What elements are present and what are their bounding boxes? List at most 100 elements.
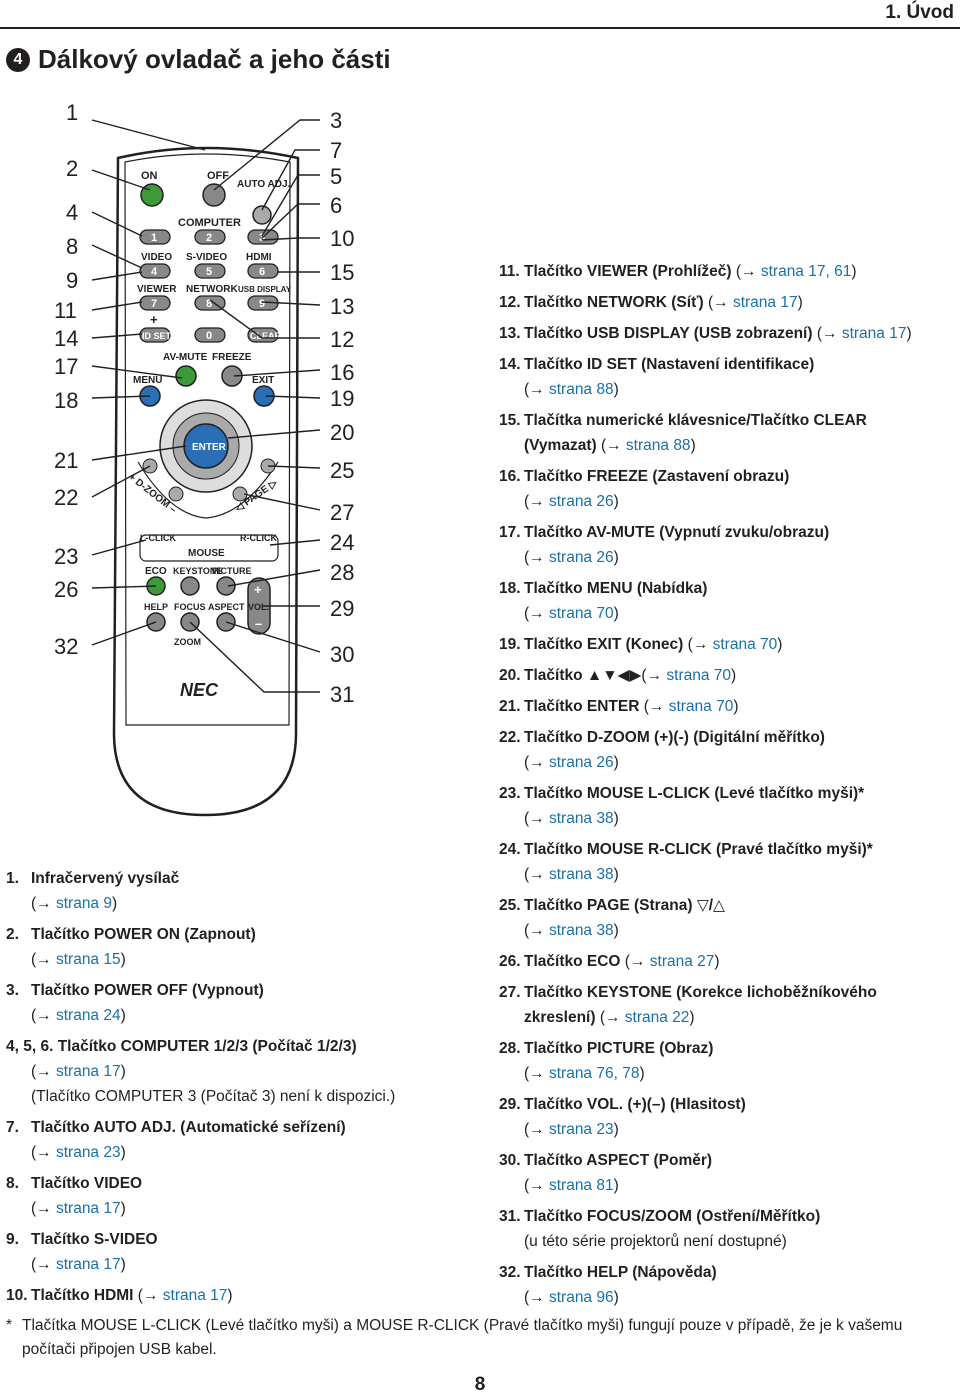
arrow-icon: → — [822, 325, 838, 342]
label-keystone: KEYSTONE — [173, 566, 222, 576]
list-item-line: (→ strana 70) — [499, 601, 957, 626]
list-item-line: (→ strana 38) — [499, 806, 957, 831]
item-title: Tlačítko ▲▼◀▶ — [524, 667, 642, 684]
page-reference-link: strana 70 — [664, 698, 734, 715]
label-mouse: MOUSE — [188, 548, 225, 559]
keystone-button[interactable] — [180, 576, 200, 596]
item-number: 13. — [499, 325, 521, 342]
item-note: (Tlačítko COMPUTER 3 (Počítač 3) není k … — [31, 1088, 396, 1105]
label-l-click: L-CLICK — [140, 533, 176, 543]
key-2: 2 — [206, 232, 212, 244]
arrow-icon: → — [36, 1144, 52, 1161]
callout-14: 14 — [54, 326, 78, 351]
label-viewer: VIEWER — [137, 284, 177, 295]
power-off-button[interactable] — [202, 183, 226, 207]
list-item: 18.Tlačítko MENU (Nabídka)(→ strana 70) — [499, 576, 957, 626]
ref-close: ) — [120, 1256, 126, 1273]
item-number: 25. — [499, 897, 521, 914]
label-power: POWER — [163, 170, 205, 182]
arrow-icon: → — [529, 1121, 545, 1138]
list-item-line: 29.Tlačítko VOL. (+)(–) (Hlasitost) — [499, 1092, 957, 1117]
list-item-line: (Tlačítko COMPUTER 3 (Počítač 3) není k … — [6, 1084, 476, 1109]
list-item-line: 12.Tlačítko NETWORK (Síť) (→ strana 17) — [499, 290, 957, 315]
callout-22: 22 — [54, 485, 78, 510]
list-item-line: 32.Tlačítko HELP (Nápověda) — [499, 1260, 957, 1285]
list-item-line: 7.Tlačítko AUTO ADJ. (Automatické seříze… — [6, 1115, 476, 1140]
list-item-line: (u této série projektorů není dostupné) — [499, 1229, 957, 1254]
ref-close: ) — [613, 1177, 619, 1194]
item-number: 11. — [499, 263, 520, 280]
arrow-icon: → — [36, 1007, 52, 1024]
list-item-line: 16.Tlačítko FREEZE (Zastavení obrazu) — [499, 464, 957, 489]
page-reference-link: strana 17 — [51, 1063, 121, 1080]
callout-23: 23 — [54, 544, 78, 569]
arrow-icon: → — [529, 1289, 545, 1306]
item-number: 24. — [499, 841, 521, 858]
item-title: Tlačítko MENU (Nabídka) — [524, 580, 708, 597]
page-reference-link: strana 17 — [51, 1200, 121, 1217]
arrow-icon: → — [36, 895, 52, 912]
list-item-line: (→ strana 17) — [6, 1252, 476, 1277]
ref-open: ( — [524, 922, 530, 939]
list-item-line: (→ strana 76, 78) — [499, 1061, 957, 1086]
label-usb-display: USB DISPLAY — [238, 285, 292, 294]
arrow-icon: → — [36, 1200, 52, 1217]
item-title: Tlačítko ASPECT (Poměr) — [524, 1152, 713, 1169]
list-item: 8.Tlačítko VIDEO(→ strana 17) — [6, 1171, 476, 1221]
callout-30: 30 — [330, 642, 354, 667]
ref-open: ( — [599, 1009, 605, 1026]
list-item: 19.Tlačítko EXIT (Konec) (→ strana 70) — [499, 632, 957, 657]
list-item-line: (→ strana 96) — [499, 1285, 957, 1310]
av-mute-button[interactable] — [175, 365, 197, 387]
callout-20: 20 — [330, 420, 354, 445]
item-title: Tlačítko HELP (Nápověda) — [524, 1264, 717, 1281]
label-enter: ENTER — [192, 442, 227, 453]
list-item: 15.Tlačítka numerické klávesnice/Tlačítk… — [499, 408, 957, 458]
ref-open: ( — [31, 1256, 37, 1273]
item-title: Tlačítko ECO — [524, 953, 625, 970]
arrow-icon: → — [529, 1177, 545, 1194]
item-number: 22. — [499, 729, 521, 746]
ref-close: ) — [613, 810, 619, 827]
mouse-buttons[interactable] — [139, 534, 279, 562]
item-note: (u této série projektorů není dostupné) — [524, 1233, 787, 1250]
ref-open: ( — [524, 381, 530, 398]
ref-open: ( — [624, 953, 630, 970]
label-zoom: ZOOM — [174, 637, 201, 647]
item-title: Tlačítko USB DISPLAY (USB zobrazení) — [524, 325, 817, 342]
list-item: 1.Infračervený vysílač(→ strana 9) — [6, 866, 476, 916]
list-item: 30.Tlačítko ASPECT (Poměr)(→ strana 81) — [499, 1148, 957, 1198]
picture-button[interactable] — [216, 576, 236, 596]
item-title: Tlačítko HDMI — [31, 1287, 138, 1304]
page-reference-link: strana 24 — [51, 1007, 121, 1024]
ref-close: ) — [851, 263, 857, 280]
arrow-icon: → — [741, 263, 757, 280]
key-4: 4 — [151, 266, 158, 278]
ref-open: ( — [524, 1121, 530, 1138]
page-reference-link: strana 70 — [544, 605, 614, 622]
key-6: 6 — [259, 266, 265, 278]
ref-close: ) — [120, 1063, 126, 1080]
item-title: Tlačítko ID SET (Nastavení identifikace) — [524, 356, 815, 373]
callout-24: 24 — [330, 530, 354, 555]
section-number-badge: 4 — [6, 48, 30, 72]
callout-12: 12 — [330, 327, 354, 352]
item-number: 7. — [6, 1119, 19, 1136]
item-number: 10. — [6, 1287, 28, 1304]
list-item: 28.Tlačítko PICTURE (Obraz) (→ strana 76,… — [499, 1036, 957, 1086]
ref-close: ) — [613, 381, 619, 398]
label-vol-plus: + — [254, 582, 262, 597]
list-item-line: 19.Tlačítko EXIT (Konec) (→ strana 70) — [499, 632, 957, 657]
label-off: OFF — [207, 170, 229, 182]
page-reference-link: strana 70 — [662, 667, 732, 684]
item-title: Tlačítko PICTURE (Obraz) — [524, 1040, 714, 1057]
arrow-icon: → — [529, 1065, 545, 1082]
list-item: 25.Tlačítko PAGE (Strana) ▽/△(→ strana 3… — [499, 893, 957, 943]
item-title: zkreslení) — [524, 1009, 600, 1026]
auto-adj-button[interactable] — [252, 205, 272, 225]
ref-open: ( — [643, 698, 649, 715]
item-title: Tlačítko MOUSE R-CLICK (Pravé tlačítko m… — [524, 841, 873, 858]
key-0: 0 — [206, 330, 212, 342]
item-number: 28. — [499, 1040, 521, 1057]
page-reference-link: strana 17 — [158, 1287, 228, 1304]
